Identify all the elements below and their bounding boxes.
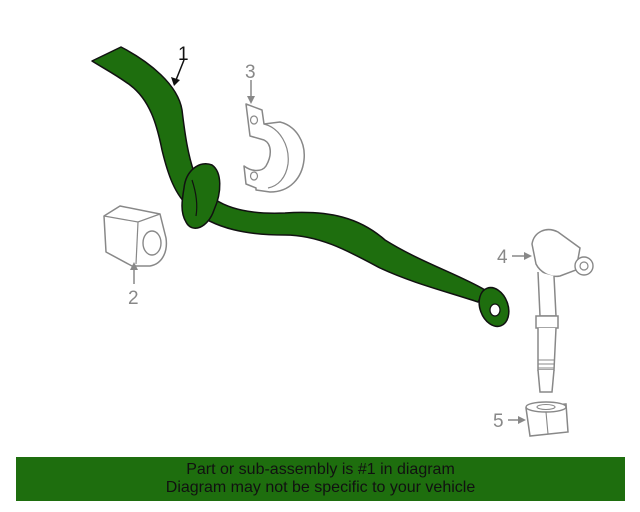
- link-shaft: [537, 271, 557, 317]
- link-bottom: [537, 369, 555, 393]
- bracket[interactable]: [243, 103, 305, 193]
- callout-4: 4: [497, 247, 508, 268]
- footer-line-1: Part or sub-assembly is #1 in diagram: [186, 461, 455, 478]
- nut-face-edge: [545, 411, 549, 435]
- bushing[interactable]: [103, 205, 168, 267]
- leader-4-arrow: [524, 252, 532, 260]
- stabilizer-bar[interactable]: [91, 46, 514, 331]
- callout-2: 2: [128, 288, 139, 309]
- callout-5: 5: [493, 411, 504, 432]
- link-head: [531, 228, 581, 278]
- bracket-bolt-hole-bottom: [249, 171, 259, 181]
- bushing-hole: [142, 230, 162, 256]
- bracket-inner-curve: [263, 123, 289, 189]
- leader-2-arrow: [130, 262, 138, 270]
- bracket-bolt-hole-top: [249, 115, 259, 125]
- callout-1: 1: [178, 44, 189, 65]
- link-ball-stud-tip: [579, 261, 589, 271]
- bracket-body: [243, 103, 305, 193]
- bushing-side-edge: [135, 221, 139, 265]
- footer-banner: Part or sub-assembly is #1 in diagram Di…: [16, 457, 625, 501]
- bar-bushing-ring: [181, 163, 221, 229]
- bar-bushing-band: [191, 179, 198, 217]
- leader-1-arrow: [171, 77, 180, 86]
- nut[interactable]: [525, 401, 569, 437]
- stabilizer-link[interactable]: [531, 228, 594, 393]
- callout-3: 3: [245, 62, 256, 83]
- footer-line-2: Diagram may not be specific to your vehi…: [165, 479, 476, 496]
- nut-hole: [536, 403, 556, 411]
- leader-5-arrow: [518, 416, 526, 424]
- link-collar: [535, 315, 559, 329]
- bar-end-hole: [489, 303, 501, 317]
- leader-1: [175, 59, 185, 81]
- link-threads: [538, 359, 554, 369]
- leader-3-arrow: [247, 96, 255, 104]
